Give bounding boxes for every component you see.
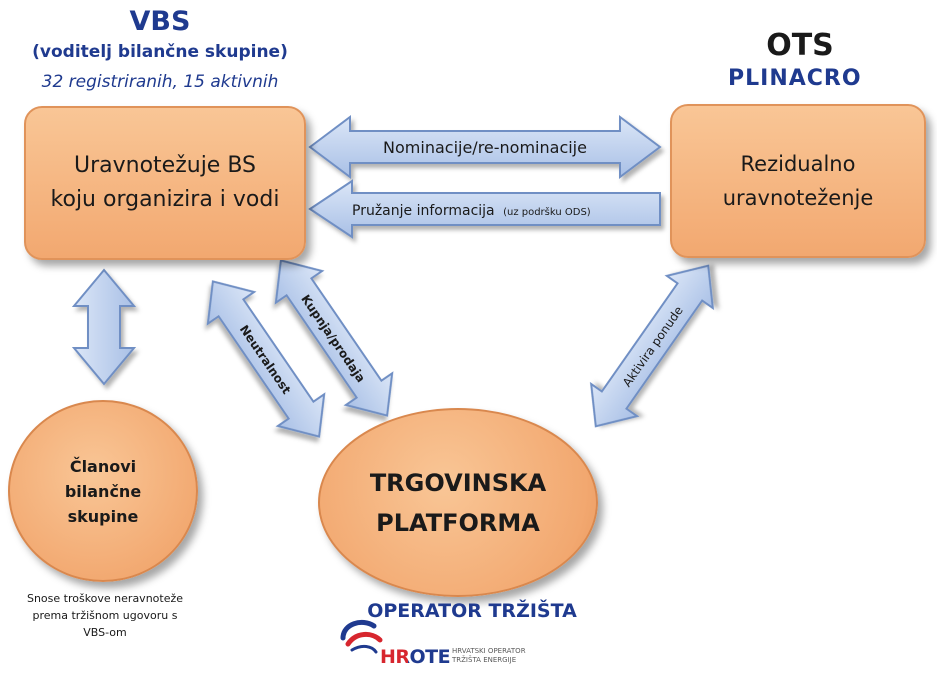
platform-circle: TRGOVINSKA PLATFORMA [318, 408, 598, 597]
vbs-members-arrow [71, 268, 137, 386]
vbs-title: VBS [129, 6, 191, 37]
members-note-line1: Snose troškove neravnoteže [26, 592, 184, 605]
platform-text: TRGOVINSKA PLATFORMA [370, 463, 546, 543]
ots-box-line1: Rezidualno [740, 152, 856, 176]
members-line3: skupine [67, 506, 139, 526]
plinacro-logo: PLINACRO [728, 66, 862, 91]
pruzanje-main: Pružanje informacija [352, 203, 495, 219]
vbs-subtitle: (voditelj bilančne skupine) [32, 42, 288, 62]
members-note: Snose troškove neravnoteže prema tržišno… [0, 590, 210, 641]
members-note-line3: VBS-om [83, 626, 127, 639]
ots-title: OTS [766, 28, 834, 63]
ots-box: Rezidualno uravnoteženje [670, 104, 926, 258]
pruzanje-label: Pružanje informacija (uz podršku ODS) [352, 203, 591, 219]
neutralnost-arrow [206, 280, 326, 438]
aktivira-arrow [589, 264, 715, 428]
members-text: Članovi bilančne skupine [65, 454, 141, 529]
kupnja-label: Kupnja/prodaja [298, 292, 368, 385]
ots-box-line2: uravnoteženje [722, 186, 874, 210]
members-circle: Članovi bilančne skupine [8, 400, 198, 582]
pruzanje-note: (uz podršku ODS) [503, 206, 591, 218]
hrote-logo-text: HROTE [380, 646, 451, 668]
operator-title: OPERATOR TRŽIŠTA [367, 600, 577, 622]
aktivira-label: Aktivira ponude [620, 304, 686, 390]
nominacije-arrow [308, 115, 662, 179]
members-line2: bilančne [64, 481, 142, 501]
hrote-logo-word: HROTE [380, 646, 451, 668]
vbs-box-line2: koju organizira i vodi [50, 187, 280, 212]
platform-line2: PLATFORMA [376, 508, 540, 537]
hrote-small-line2: TRŽIŠTA ENERGIJE [452, 656, 517, 664]
nominacije-label: Nominacije/re-nominacije [383, 138, 587, 157]
aktivira-arrow-group: Aktivira ponude [589, 264, 715, 428]
platform-line1: TRGOVINSKA [369, 468, 547, 497]
hrote-logo-icon [340, 620, 383, 654]
ots-box-text: Rezidualno uravnoteženje [723, 147, 874, 215]
vbs-box: Uravnotežuje BS koju organizira i vodi [24, 106, 306, 260]
members-note-line2: prema tržišnom ugovoru s [32, 609, 178, 622]
members-line1: Članovi [69, 456, 137, 476]
pruzanje-arrow [308, 179, 661, 239]
vbs-count: 32 registriranih, 15 aktivnih [41, 72, 279, 92]
hrote-subtext: HRVATSKI OPERATOR TRŽIŠTA ENERGIJE [452, 647, 592, 665]
hrote-small-line1: HRVATSKI OPERATOR [452, 647, 526, 655]
vbs-box-line1: Uravnotežuje BS [73, 153, 256, 178]
kupnja-arrow [274, 259, 394, 417]
vbs-box-text: Uravnotežuje BS koju organizira i vodi [51, 149, 280, 217]
plinacro-logo-text: PLINACRO [728, 66, 862, 91]
